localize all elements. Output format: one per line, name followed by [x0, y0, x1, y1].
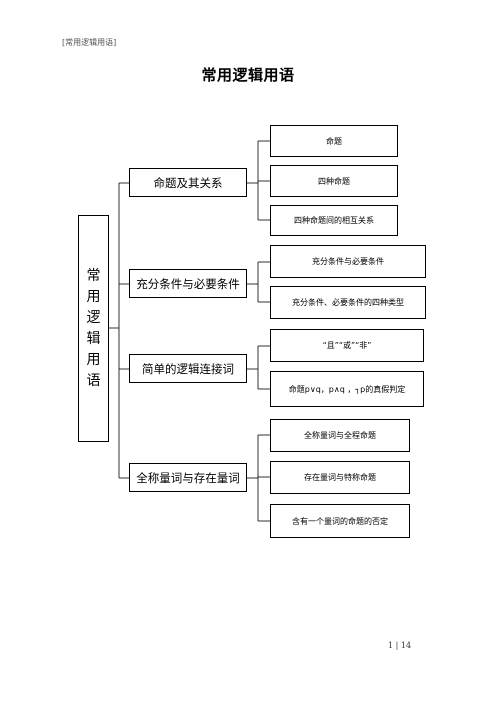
branch-node-quantifiers: 全称量词与存在量词 — [129, 463, 247, 492]
branch-node-logical-connectives: 简单的逻辑连接词 — [129, 354, 247, 383]
leaf-node: 全称量词与全程命题 — [270, 419, 410, 452]
leaf-node: “且”“或”“非” — [270, 329, 424, 362]
leaf-node: 充分条件与必要条件 — [270, 245, 426, 278]
root-node: 常用逻辑用语 — [78, 215, 109, 442]
branch-node-conditions: 充分条件与必要条件 — [129, 269, 247, 298]
page-header: [常用逻辑用语] — [62, 38, 117, 47]
leaf-node: 四种命题间的相互关系 — [270, 205, 398, 236]
branch-node-proposition-relations: 命题及其关系 — [129, 168, 247, 197]
leaf-node: 四种命题 — [270, 165, 398, 197]
leaf-node: 含有一个量词的命题的否定 — [270, 504, 410, 538]
leaf-node: 命题p∨q，p∧q ，┐p的真假判定 — [270, 371, 424, 407]
leaf-node: 存在量词与特称命题 — [270, 461, 410, 494]
page-title: 常用逻辑用语 — [201, 66, 295, 84]
leaf-node: 命题 — [270, 125, 398, 157]
leaf-node: 充分条件、必要条件的四种类型 — [270, 286, 426, 319]
page-number: 1 | 14 — [388, 641, 412, 650]
